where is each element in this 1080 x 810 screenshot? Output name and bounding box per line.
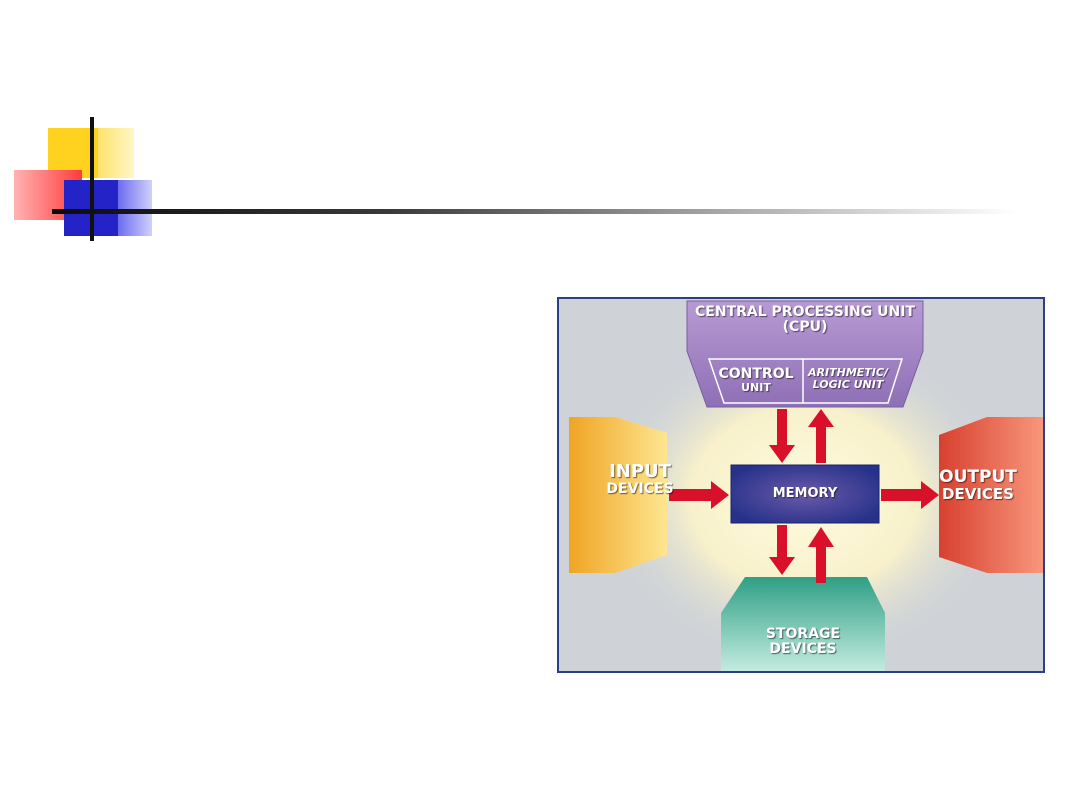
logo-square-yellow-fade — [98, 128, 134, 178]
title-rule — [52, 209, 1016, 214]
diagram-graphics — [569, 300, 1043, 671]
input-line1: INPUT — [609, 461, 671, 482]
arrow-memory-to-storage — [769, 525, 795, 575]
cpu-label: CENTRAL PROCESSING UNIT (CPU) — [687, 305, 923, 334]
storage-devices-label: STORAGE DEVICES — [721, 627, 885, 656]
arrow-cpu-to-memory — [769, 409, 795, 463]
cpu-block — [686, 300, 924, 408]
arrow-memory-to-cpu — [808, 409, 834, 463]
alu-line2: LOGIC UNIT — [812, 377, 884, 391]
output-line1: OUTPUT — [939, 467, 1017, 487]
cpu-inner-panel — [707, 358, 904, 404]
alu-label: ARITHMETIC/ LOGIC UNIT — [803, 367, 893, 390]
control-unit-label: CONTROL UNIT — [709, 367, 803, 393]
input-line2: DEVICES — [606, 480, 674, 497]
arrows — [669, 409, 939, 583]
logo-square-yellow — [48, 128, 98, 178]
output-devices-label: OUTPUT DEVICES — [937, 467, 1019, 503]
storage-line2: DEVICES — [769, 640, 837, 657]
memory-block — [730, 464, 880, 524]
cpu-title-line2: (CPU) — [782, 318, 828, 335]
computer-architecture-diagram: CENTRAL PROCESSING UNIT (CPU) CONTROL UN… — [557, 297, 1045, 673]
input-devices-block — [569, 417, 667, 573]
arrow-memory-to-output — [881, 481, 939, 509]
output-line2: DEVICES — [942, 484, 1014, 503]
control-unit-line2: UNIT — [741, 380, 771, 394]
control-unit-line1: CONTROL — [718, 366, 794, 382]
storage-line1: STORAGE — [765, 626, 841, 642]
cpu-title-line1: CENTRAL PROCESSING UNIT — [695, 304, 915, 320]
logo-square-blue-fade — [118, 180, 152, 236]
logo-vertical-line — [90, 117, 94, 241]
input-devices-label: INPUT DEVICES — [605, 461, 675, 497]
memory-label: MEMORY — [772, 486, 838, 501]
arrow-input-to-memory — [669, 481, 729, 509]
storage-devices-block — [721, 577, 885, 671]
arrow-storage-to-memory — [808, 527, 834, 583]
alu-line1: ARITHMETIC/ — [808, 366, 888, 379]
output-devices-block — [939, 417, 1043, 573]
